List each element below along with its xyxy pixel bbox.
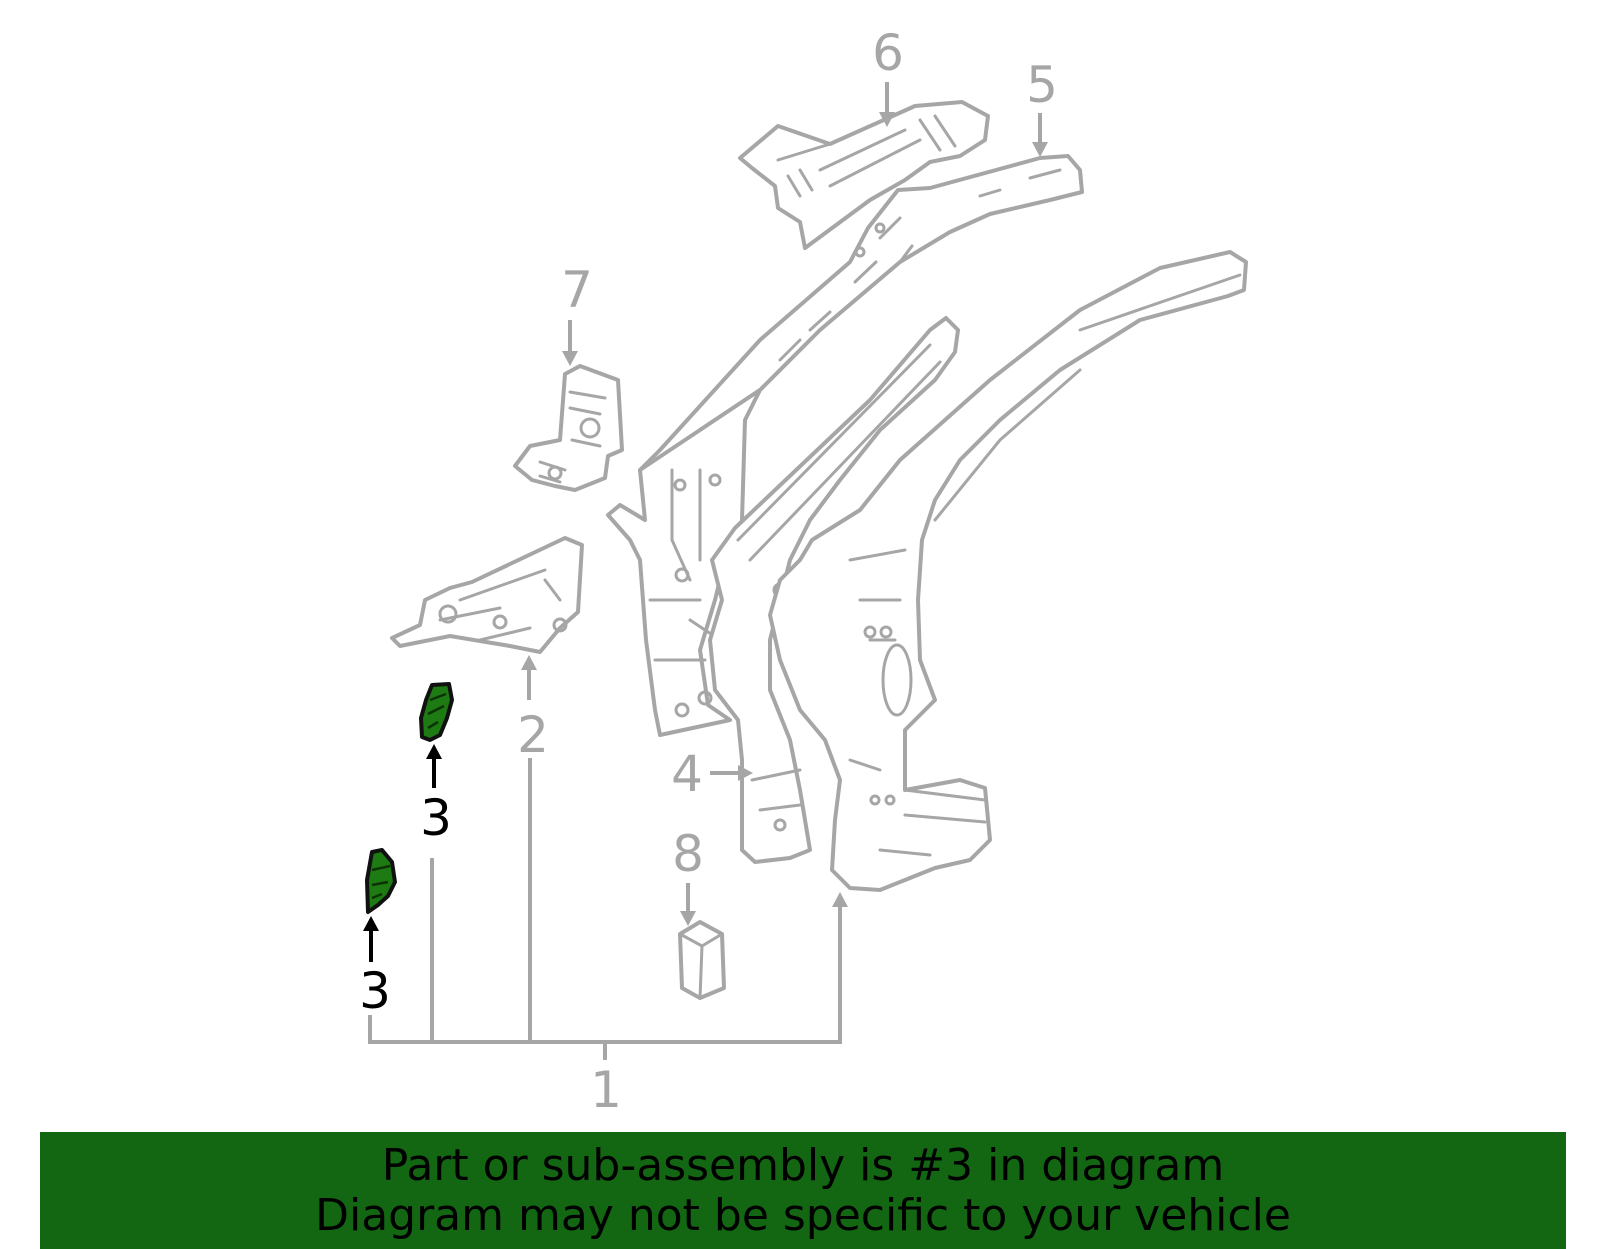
leader-3-upper bbox=[426, 744, 442, 788]
part-7-bracket bbox=[513, 364, 624, 492]
callout-2: 2 bbox=[517, 706, 549, 764]
callout-1: 1 bbox=[590, 1061, 622, 1119]
part-2-apron-reinforcement bbox=[390, 536, 584, 654]
leader-6 bbox=[879, 82, 895, 127]
part-3-highlight-upper bbox=[419, 682, 454, 742]
banner-line-2: Diagram may not be specific to your vehi… bbox=[315, 1190, 1291, 1241]
callout-5: 5 bbox=[1026, 56, 1058, 114]
part-6-rail-extension bbox=[738, 100, 990, 250]
info-banner: Part or sub-assembly is #3 in diagram Di… bbox=[40, 1132, 1566, 1249]
banner-line-1: Part or sub-assembly is #3 in diagram bbox=[381, 1140, 1225, 1191]
leader-3-lower bbox=[363, 916, 379, 962]
part-1-front-pillar bbox=[606, 388, 762, 737]
part-5-upper-rail bbox=[638, 154, 1084, 498]
part-1-outer-body-panel bbox=[768, 250, 1248, 892]
callout-3-upper: 3 bbox=[420, 789, 452, 847]
leader-8 bbox=[680, 883, 696, 926]
callout-4: 4 bbox=[671, 745, 703, 803]
leader-4 bbox=[710, 765, 753, 781]
callout-3-lower: 3 bbox=[359, 962, 391, 1020]
part-3-highlight-lower bbox=[365, 848, 397, 914]
leader-2 bbox=[521, 655, 537, 700]
leader-1-bracket bbox=[368, 758, 848, 1060]
leader-5 bbox=[1032, 113, 1048, 157]
leader-7 bbox=[562, 320, 578, 366]
callout-6: 6 bbox=[872, 24, 904, 82]
callout-7: 7 bbox=[561, 261, 593, 319]
part-8-block bbox=[678, 920, 726, 1000]
callout-8: 8 bbox=[672, 825, 704, 883]
